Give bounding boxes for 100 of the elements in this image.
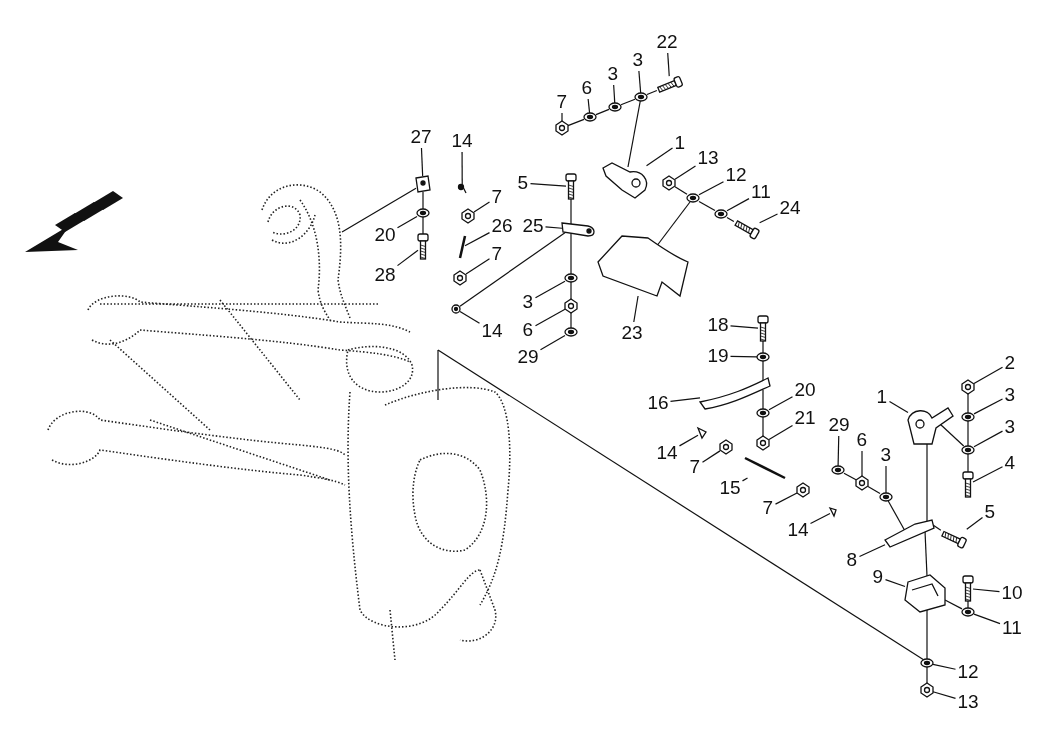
leader-line — [638, 70, 642, 94]
callout-number: 11 — [1002, 618, 1022, 638]
clip-icon — [457, 183, 467, 194]
nut-icon — [961, 379, 975, 395]
assembly-line — [967, 600, 969, 609]
assembly-line — [570, 198, 572, 225]
leader-line — [932, 663, 957, 670]
assembly-line — [887, 500, 906, 532]
leader-line — [674, 165, 697, 180]
callout-number: 29 — [517, 347, 539, 367]
assembly-line — [698, 200, 716, 212]
callout-number: 14 — [656, 443, 678, 463]
bolt-icon — [417, 233, 429, 260]
leader-line — [729, 325, 759, 329]
leader-line — [973, 613, 1001, 625]
leader-line — [888, 400, 909, 414]
callout-number: 5 — [517, 173, 529, 193]
assembly-line — [762, 416, 764, 437]
assembly-line — [967, 453, 969, 473]
washer-icon — [686, 193, 700, 203]
clip-icon — [451, 304, 461, 314]
assembly-line — [646, 89, 658, 96]
callout-number: 9 — [872, 567, 884, 587]
leader-line — [768, 424, 794, 441]
clip-icon — [828, 506, 837, 518]
assembly-line — [762, 360, 764, 382]
leader-line — [932, 691, 957, 699]
washer-icon — [564, 273, 578, 283]
nut-icon — [555, 120, 569, 136]
callout-number: 7 — [491, 244, 503, 264]
assembly-line — [967, 420, 969, 447]
nut-icon — [719, 439, 733, 455]
leader-line — [667, 52, 670, 77]
leader-line — [473, 201, 491, 213]
assembly-line — [627, 100, 641, 168]
bolt-icon — [757, 315, 769, 342]
assembly-line — [341, 187, 417, 233]
washer-icon — [756, 352, 770, 362]
assembly-line — [570, 232, 572, 275]
washer-icon — [756, 408, 770, 418]
leader-line — [809, 512, 831, 525]
leader-line — [966, 516, 984, 530]
callout-number: 24 — [779, 198, 801, 218]
leader-line — [726, 198, 750, 212]
nut-icon — [855, 475, 869, 491]
callout-number: 3 — [1004, 385, 1016, 405]
callout-number: 20 — [374, 225, 396, 245]
leader-line — [972, 588, 1001, 593]
callout-number: 3 — [880, 445, 892, 465]
bracket-icon — [561, 222, 595, 237]
callout-number: 1 — [674, 133, 686, 153]
leader-line — [645, 147, 674, 167]
knuckle-drawing — [345, 345, 511, 661]
nut-icon — [453, 270, 467, 286]
leader-line — [973, 430, 1004, 448]
bolt-icon — [962, 471, 974, 498]
callout-number: 6 — [581, 78, 593, 98]
bolt-icon — [941, 530, 968, 550]
callout-number: 15 — [719, 478, 741, 498]
leader-line — [465, 258, 491, 275]
callout-number: 23 — [621, 323, 643, 343]
cover-icon — [597, 235, 689, 297]
callout-number: 3 — [632, 50, 644, 70]
callout-number: 20 — [794, 380, 816, 400]
assembly-line — [674, 186, 688, 195]
leader-line — [759, 213, 779, 224]
leader-line — [973, 398, 1004, 415]
assembly-line — [570, 281, 572, 300]
nut-icon — [564, 298, 578, 314]
washer-icon — [564, 327, 578, 337]
lower-arm-drawing — [47, 295, 411, 486]
assembly-line — [620, 98, 636, 106]
assembly-line — [762, 389, 764, 410]
bolt-icon — [656, 75, 684, 93]
leader-line — [587, 98, 591, 114]
leader-line — [698, 181, 725, 196]
callout-number: 3 — [607, 64, 619, 84]
callout-number: 16 — [647, 393, 669, 413]
callout-number: 14 — [481, 321, 503, 341]
assembly-line — [567, 118, 585, 127]
leader-line — [539, 334, 566, 351]
leader-line — [837, 435, 840, 467]
nut-icon — [920, 682, 934, 698]
callout-number: 2 — [1004, 353, 1016, 373]
leader-line — [459, 310, 481, 324]
callout-number: 13 — [957, 692, 979, 712]
nut-icon — [796, 482, 810, 498]
washer-icon — [920, 658, 934, 668]
callout-number: 14 — [451, 131, 473, 151]
callout-number: 29 — [828, 415, 850, 435]
callout-number: 10 — [1001, 583, 1023, 603]
assembly-line — [437, 349, 925, 661]
callout-number: 25 — [522, 216, 544, 236]
bolt-icon — [962, 575, 974, 602]
clip-icon — [696, 426, 707, 440]
leader-line — [774, 492, 798, 505]
bolt-icon — [565, 173, 577, 200]
sensor-icon — [907, 407, 954, 445]
washer-icon — [608, 102, 622, 112]
assembly-line — [924, 530, 928, 577]
